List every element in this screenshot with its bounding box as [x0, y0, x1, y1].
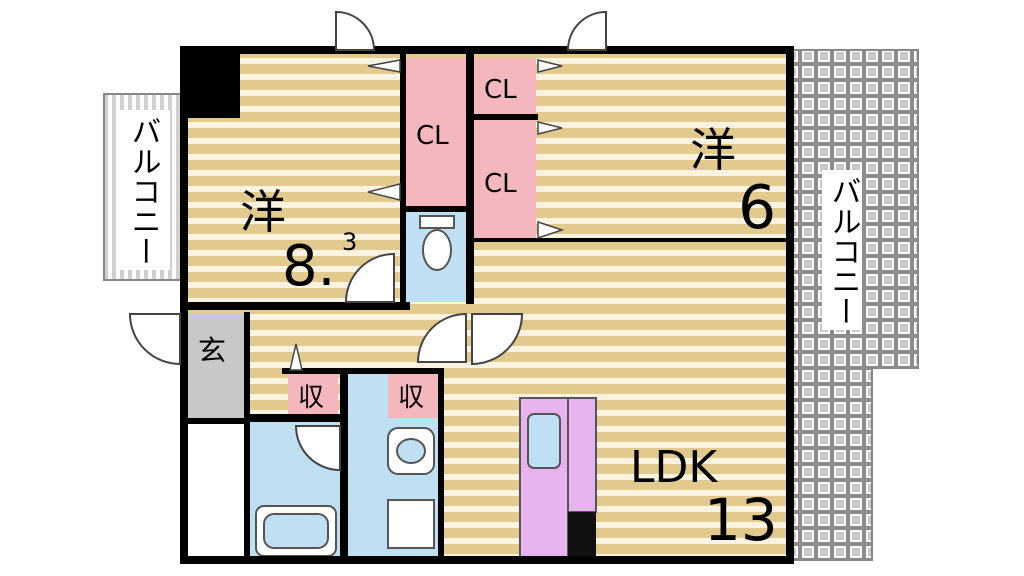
closet-label-top-right: CL [484, 75, 517, 105]
room-type-western-right: 洋 [690, 123, 736, 177]
closet-top-right [474, 58, 536, 116]
closet-mid-right [474, 120, 536, 242]
storage-right [388, 374, 438, 418]
storage-left [288, 374, 338, 418]
washbasin [387, 427, 435, 475]
room-size-sup-western-left: 3 [342, 228, 357, 256]
shoe-storage [186, 424, 244, 560]
balcony-label-right: バルコニー [826, 176, 861, 326]
entrance-label: 玄 [198, 334, 226, 367]
left-balcony [103, 93, 183, 281]
room-size-western-left: 8. [282, 234, 335, 299]
right-balcony [791, 49, 919, 561]
room-type-ldk: LDK [630, 442, 718, 493]
closet-label-mid-right: CL [484, 169, 517, 199]
room-size-ldk: 13 [704, 486, 778, 554]
kitchen-counter [519, 397, 597, 561]
room-size-western-right: 6 [738, 173, 776, 243]
closet-door-marks [289, 59, 565, 371]
storage-label-right: 収 [398, 383, 424, 413]
toilet-fixture [419, 215, 455, 271]
closet-label-center: CL [416, 121, 449, 151]
doors [128, 10, 607, 472]
balcony-label-left: バルコニー [126, 116, 161, 266]
entrance [186, 314, 244, 418]
walls [180, 46, 794, 564]
bathtub [255, 505, 337, 557]
washer-space [387, 499, 435, 549]
room-type-western-left: 洋 [240, 185, 286, 239]
closet-center [404, 58, 466, 206]
storage-label-left: 収 [298, 383, 324, 413]
